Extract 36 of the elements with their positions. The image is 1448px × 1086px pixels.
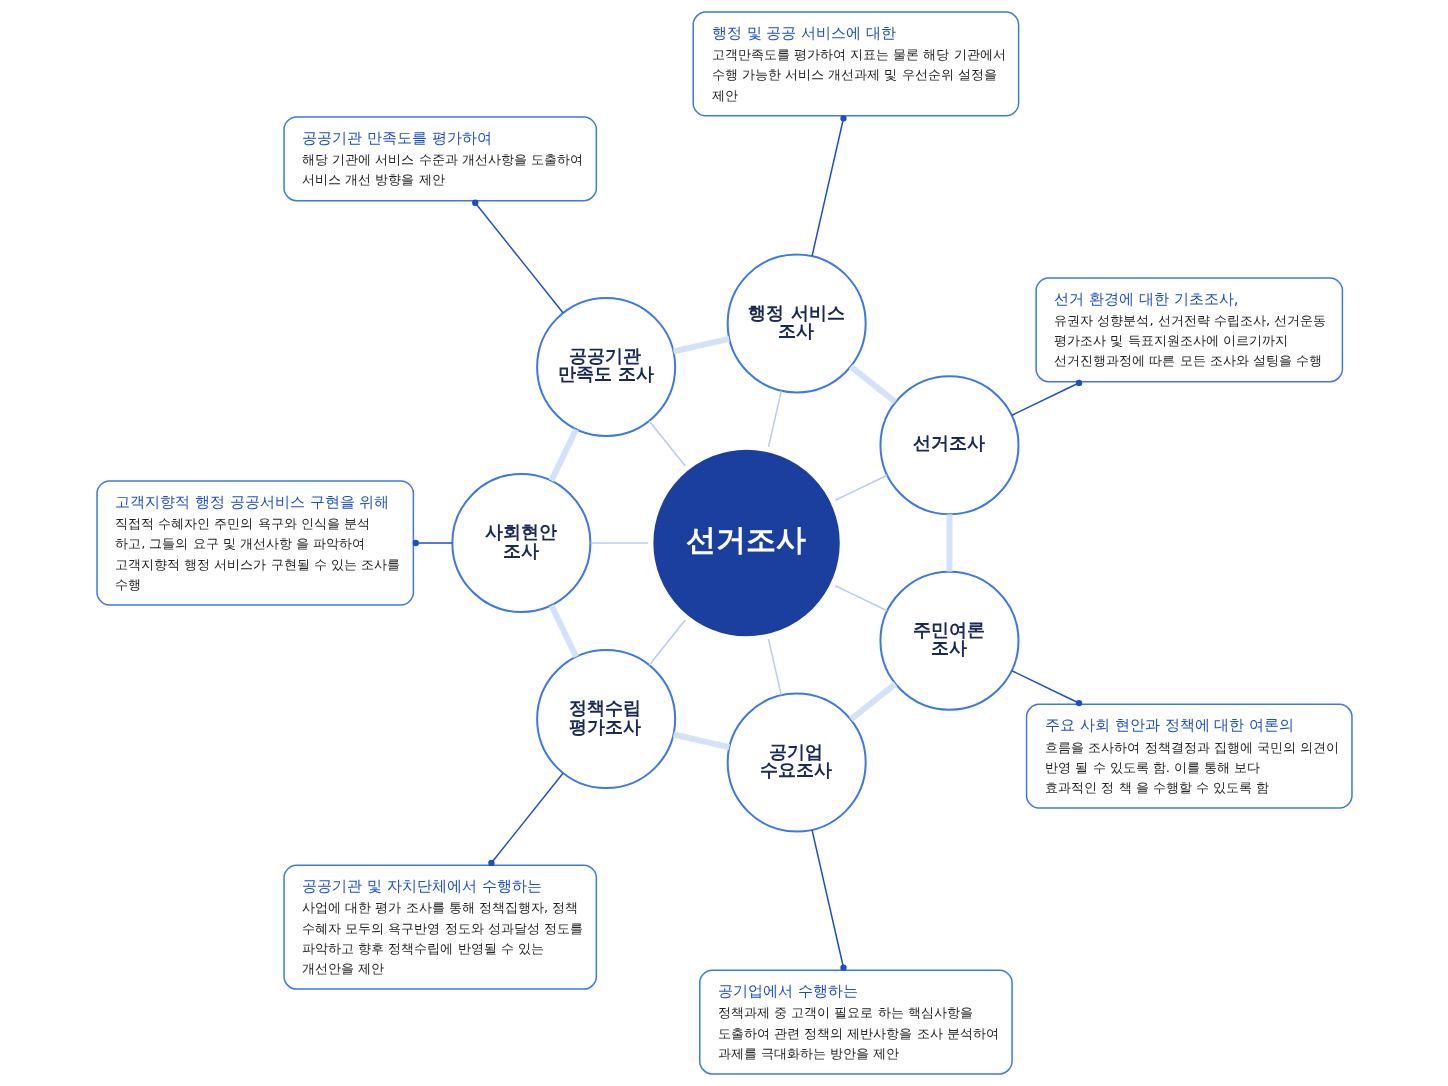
node-box: 공공기관 만족도를 평가하여 해당 기관에 서비스 수준과 개선사항을 도출하여 서비스 개선 방향을 제안	[282, 116, 597, 202]
node-circle: 사회현안 조사	[450, 473, 591, 613]
connector	[1010, 379, 1082, 416]
connector	[834, 584, 888, 612]
connector	[672, 731, 730, 751]
connector	[589, 542, 649, 544]
connector	[945, 514, 952, 572]
node-circle: 공기업 수요조사	[726, 692, 867, 833]
node-box: 공기업에서 수행하는 정책과제 중 고객이 필요로 하는 핵심사항을 도출하여 관련 정책의 제반사항을 조사 분석하여 과제를 극대화하는 방안을 제안	[698, 969, 1013, 1075]
node-circle: 행정 서비스 조사	[726, 253, 867, 394]
connector	[848, 364, 897, 405]
connector	[767, 390, 782, 448]
connector	[1010, 670, 1082, 707]
node-circle: 공공기관 만족도 조사	[535, 296, 676, 437]
connector	[648, 619, 686, 666]
connector	[810, 115, 847, 257]
node-circle: 주민여론 조사	[878, 570, 1019, 711]
connector	[848, 681, 897, 722]
connector	[767, 638, 782, 696]
node-box: 행정 및 공공 서비스에 대한 고객만족도를 평가하여 지표는 물론 해당 기관에서 수행 가능한 서비스 개선과제 및 우선순위 설정을 제안	[691, 11, 1019, 117]
connector	[834, 474, 888, 502]
node-circle: 선거조사	[650, 447, 842, 639]
connector	[548, 428, 579, 482]
node-circle: 정책수립 평가조사	[535, 649, 676, 790]
connector	[487, 772, 564, 867]
node-box: 선거 환경에 대한 기초조사, 유권자 성향분석, 선거전략 수립조사, 선거운동 평가조사 및 득표지원조사에 이르기까지 선거진행과정에 따른 모든 조사와 설팅을 수행	[1034, 277, 1343, 383]
node-box: 주요 사회 현안과 정책에 대한 여론의 흐름을 조사하여 정책결정과 집행에 국민의 의견이 반영 될 수 있도록 함. 이를 통해 보다 효과적인 정 책 을 수행할 수 있도록 함	[1025, 703, 1353, 809]
connector	[548, 604, 579, 658]
connector	[412, 539, 453, 547]
node-circle: 선거조사	[878, 375, 1019, 516]
connector	[810, 829, 847, 971]
connector	[648, 420, 686, 467]
connector	[471, 199, 564, 314]
connector	[672, 335, 730, 355]
node-box: 고객지향적 행정 공공서비스 구현을 위해 직접적 수혜자인 주민의 욕구와 인식을 분석 하고, 그들의 요구 및 개선사항 을 파악하여 고객지향적 행정 서비스가 구현될 수 있는 조사를 수행	[95, 480, 414, 606]
node-box: 공공기관 및 자치단체에서 수행하는 사업에 대한 평가 조사를 통해 정책집행자, 정책 수혜자 모두의 욕구반영 정도와 성과달성 정도를 파악하고 향후 정책수립에 반영될 수 있는 개선안을 제안	[282, 864, 597, 990]
